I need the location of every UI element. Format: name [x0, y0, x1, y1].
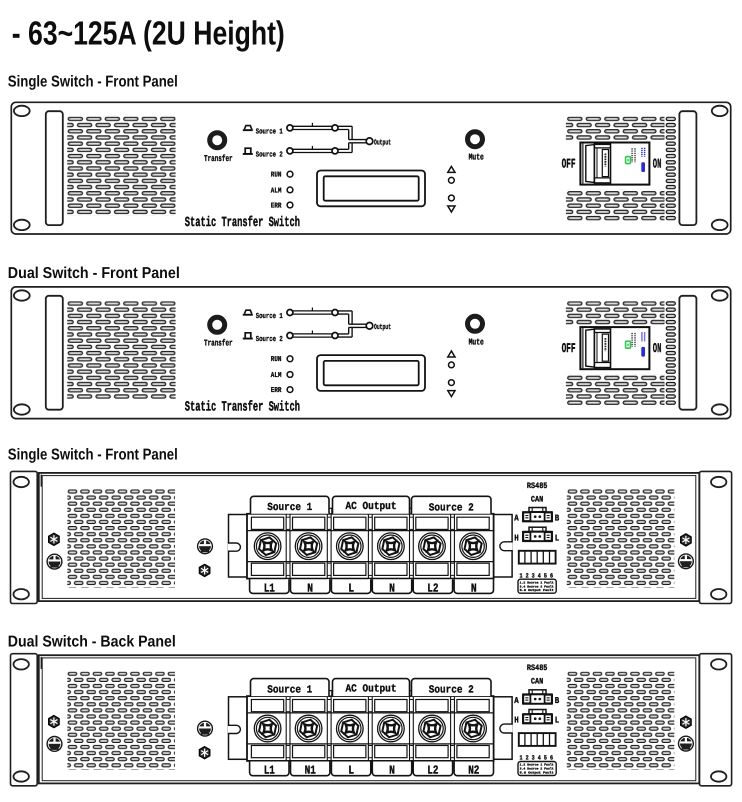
svg-text:A: A [514, 515, 519, 525]
svg-text:Mute: Mute [469, 154, 485, 164]
svg-text:H: H [514, 534, 518, 544]
svg-text:ALM: ALM [271, 187, 282, 195]
svg-text:L2: L2 [427, 581, 438, 595]
svg-text:L: L [348, 581, 354, 595]
svg-text:Output: Output [374, 139, 391, 147]
svg-text:B: B [555, 515, 560, 525]
svg-text:Static Transfer Switch: Static Transfer Switch [185, 214, 300, 230]
svg-text:AC Output: AC Output [346, 500, 397, 513]
svg-text:L: L [555, 534, 560, 544]
svg-text:5.6 Output Fault: 5.6 Output Fault [520, 588, 554, 592]
svg-text:- 63~125A (2U Height): - 63~125A (2U Height) [12, 15, 285, 52]
svg-text:OFF: OFF [562, 157, 576, 172]
svg-text:L: L [348, 764, 354, 778]
svg-text:1 2 3 4 5 6: 1 2 3 4 5 6 [520, 572, 554, 580]
svg-text:1.2 Source 1 Fault: 1.2 Source 1 Fault [520, 580, 554, 584]
svg-text:N: N [307, 581, 313, 595]
svg-text:3.4 Source 2 Fault: 3.4 Source 2 Fault [520, 584, 554, 588]
svg-text:L1: L1 [264, 581, 275, 595]
svg-text:Source 1: Source 1 [267, 501, 312, 514]
svg-text:RUN: RUN [271, 171, 282, 179]
svg-text:Single Switch - Front Panel: Single Switch - Front Panel [8, 73, 178, 90]
svg-text:Source 1: Source 1 [256, 128, 283, 136]
svg-text:L2: L2 [427, 764, 438, 778]
svg-text:ON: ON [653, 157, 662, 172]
svg-text:CAN: CAN [531, 495, 543, 505]
svg-text:L1: L1 [264, 764, 275, 778]
svg-text:Source 2: Source 2 [429, 501, 474, 514]
svg-text:Dual Switch - Front Panel: Dual Switch - Front Panel [8, 265, 180, 282]
svg-text:RS485: RS485 [527, 482, 548, 492]
svg-text:Single Switch - Front Panel: Single Switch - Front Panel [8, 447, 178, 464]
svg-text:N1: N1 [305, 764, 316, 778]
svg-text:ERR: ERR [271, 202, 282, 210]
svg-text:Dual Switch - Back Panel: Dual Switch - Back Panel [8, 634, 176, 651]
svg-text:N: N [389, 581, 395, 595]
svg-text:Transfer: Transfer [204, 154, 233, 165]
svg-text:N: N [389, 764, 395, 778]
svg-text:N: N [471, 581, 477, 595]
svg-text:N2: N2 [468, 764, 479, 778]
svg-text:Source 2: Source 2 [256, 151, 283, 159]
